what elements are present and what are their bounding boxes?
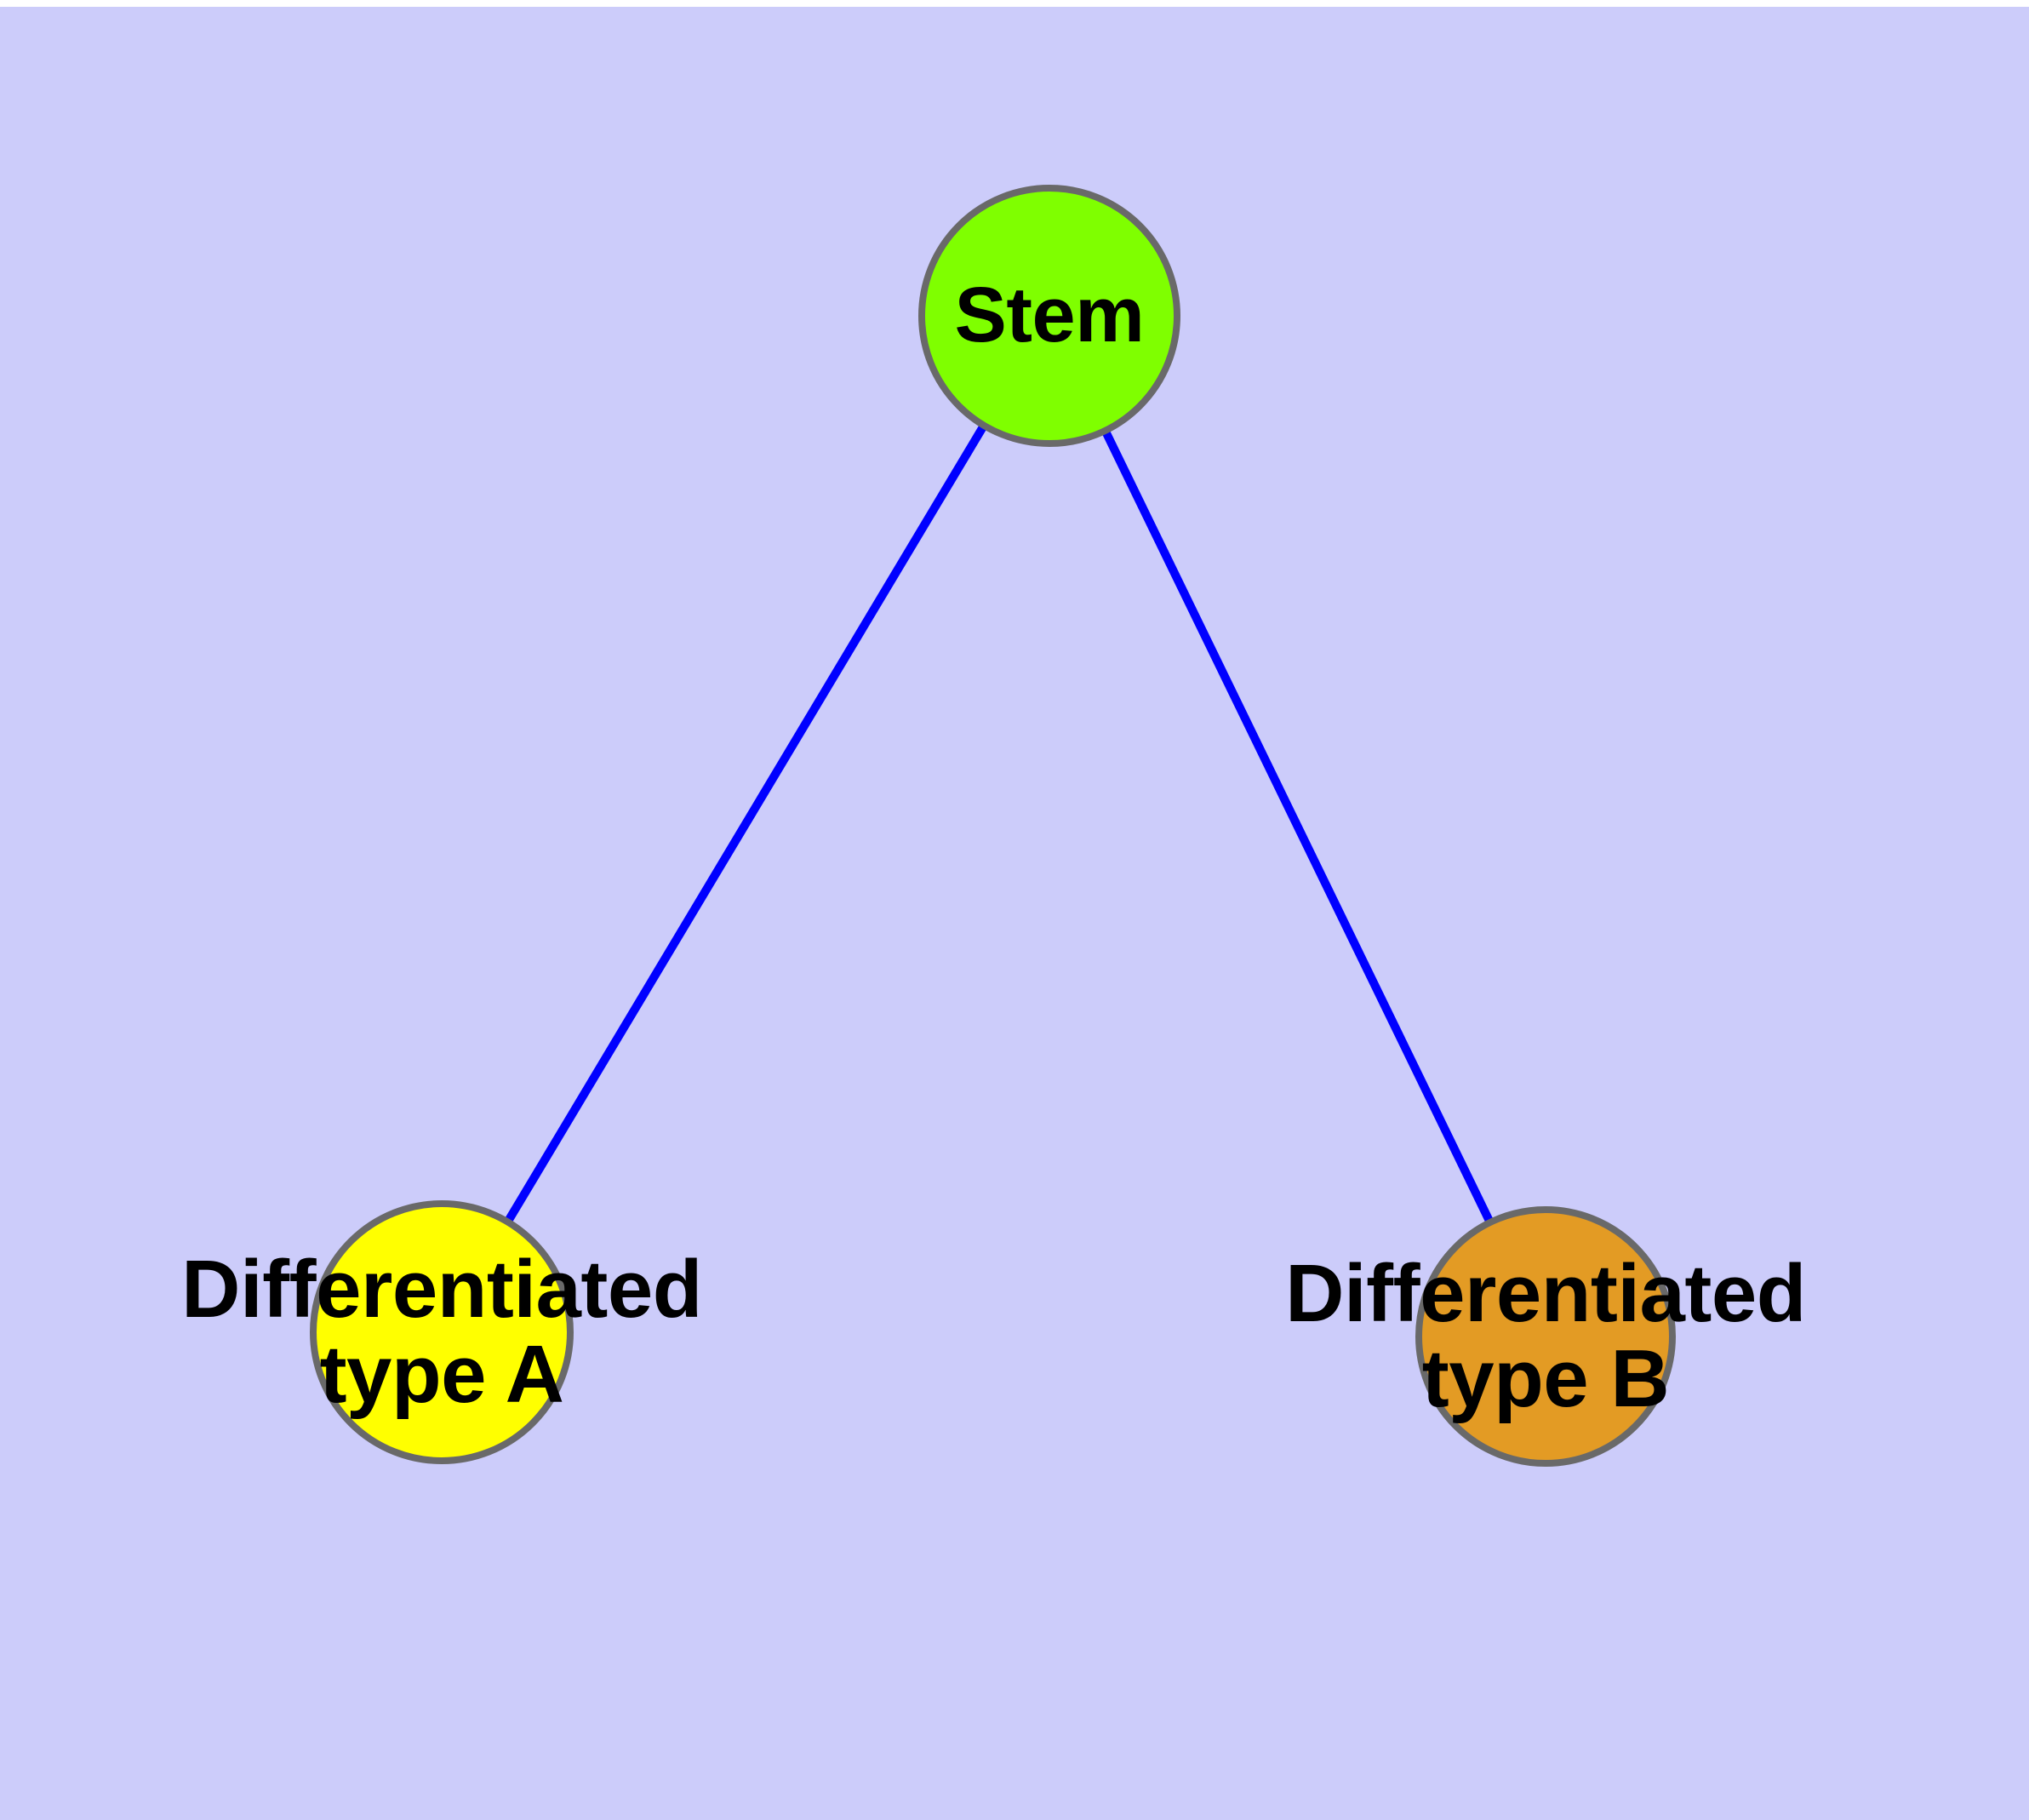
graph-node-stem[interactable] bbox=[918, 185, 1180, 447]
graph-edge bbox=[503, 421, 989, 1226]
graph-node-diff_a[interactable] bbox=[310, 1200, 574, 1464]
nodes-layer bbox=[310, 185, 1676, 1467]
graph-edge bbox=[1100, 426, 1495, 1226]
edges-layer bbox=[503, 421, 1495, 1226]
graph-node-diff_b[interactable] bbox=[1415, 1206, 1676, 1467]
